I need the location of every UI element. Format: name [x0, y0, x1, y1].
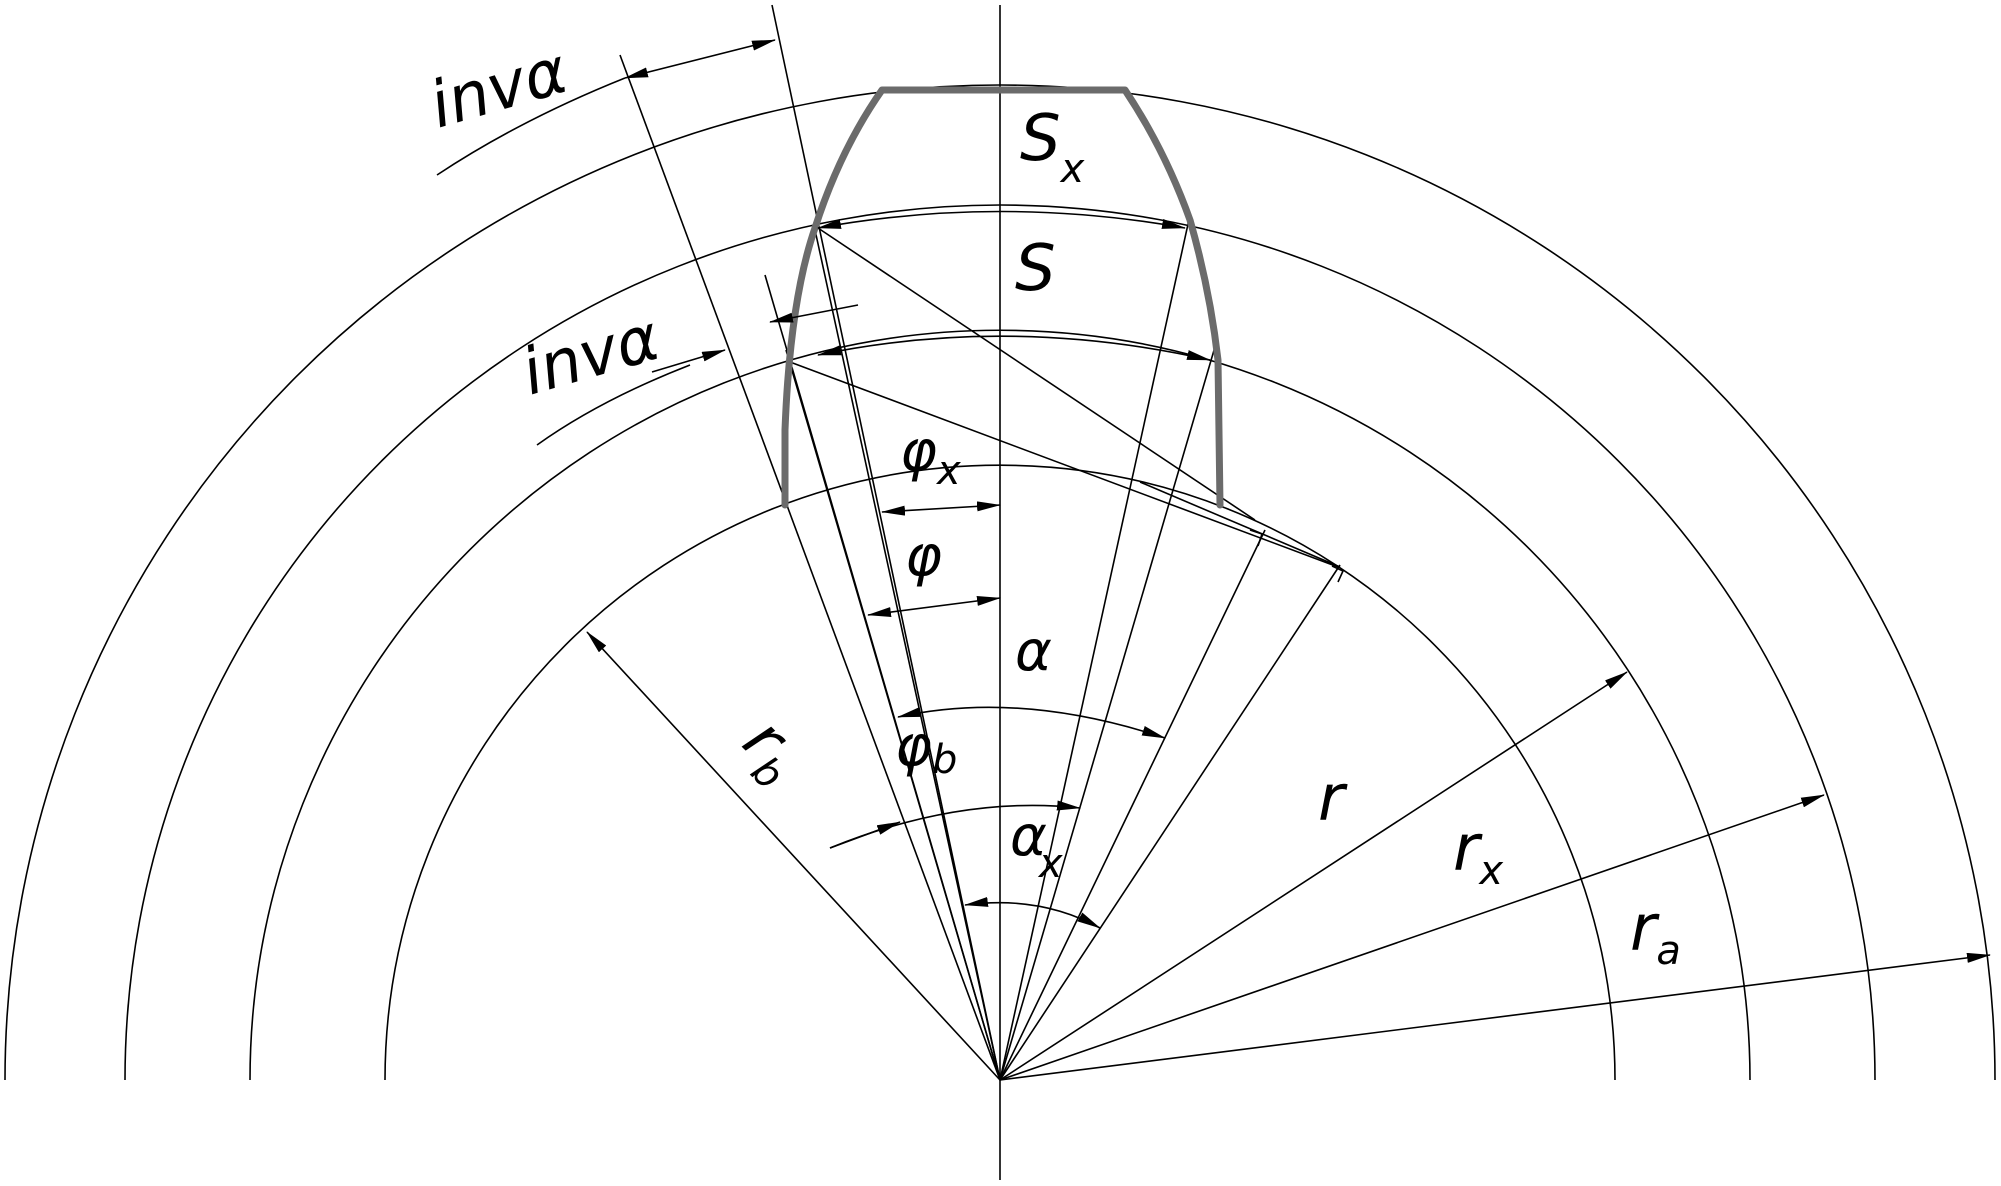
- addendum-circle-arc: [4, 84, 1996, 1081]
- right-angle-mark-1: [1249, 529, 1264, 547]
- inv-alpha-outer-extension: [436, 77, 626, 176]
- label-s: S: [1015, 232, 1056, 306]
- radial-line-5: [785, 349, 1001, 1081]
- label-phi-x-sub: x: [935, 448, 961, 494]
- x-circle-arc: [124, 204, 1876, 1081]
- base-circle-arc: [384, 464, 1616, 1081]
- inv-alpha-inner-leader-2: [769, 304, 859, 323]
- right-angle-mark-2: [1331, 565, 1345, 583]
- base-tangent-arc: [1139, 481, 1341, 568]
- tangent-line-inner: [789, 361, 1339, 568]
- label-phi-b-sub: b: [932, 737, 957, 783]
- label-rb: rb: [723, 704, 818, 799]
- label-alpha: α: [1015, 619, 1052, 684]
- reference-circle-arc: [249, 329, 1751, 1081]
- inv-alpha-inner-leader: [651, 349, 726, 373]
- r-radius-arrow: [999, 671, 1628, 1081]
- inv-alpha-outer-leader: [624, 39, 776, 79]
- label-phi: φ: [905, 524, 942, 589]
- label-inv-alpha-inner: invα: [514, 301, 667, 410]
- radial-line-9: [999, 564, 1341, 1081]
- label-r: r: [1318, 762, 1348, 836]
- label-alpha-x-main: α: [1010, 804, 1047, 869]
- inv-alpha-inner-extension: [536, 364, 691, 446]
- label-inv-alpha-outer: invα: [422, 34, 575, 143]
- rx-radius-arrow: [999, 794, 1825, 1081]
- alpha-x-dimension-arc: [964, 897, 1101, 929]
- label-rx-sub: x: [1477, 848, 1503, 894]
- sx-dimension-arc: [817, 210, 1186, 229]
- ra-radius-arrow: [999, 952, 1991, 1081]
- label-ra: ra: [1630, 892, 1681, 974]
- label-phi-b-main: φ: [895, 714, 932, 779]
- tangent-line-outer: [817, 227, 1256, 521]
- radial-line-1: [619, 54, 1001, 1081]
- label-sx-sub: x: [1059, 146, 1085, 192]
- radial-line-8: [999, 529, 1266, 1081]
- label-alpha-x-sub: x: [1037, 841, 1063, 887]
- phi-x-dimension: [881, 501, 1001, 516]
- alpha-dimension-arc: [897, 706, 1166, 739]
- rb-radius-arrow: [586, 631, 1001, 1081]
- label-alpha-x: αx: [1010, 804, 1063, 887]
- label-phi-x-main: φ: [900, 419, 937, 484]
- radial-line-2: [771, 4, 1001, 1081]
- gear-tooth-profile: [781, 86, 1224, 509]
- label-sx-main: S: [1020, 102, 1061, 176]
- label-phi-x: φx: [900, 419, 961, 494]
- label-sx: Sx: [1020, 102, 1085, 192]
- label-ra-main: r: [1630, 892, 1660, 966]
- label-ra-sub: a: [1656, 928, 1681, 974]
- radial-line-3: [814, 229, 1001, 1081]
- label-rx: rx: [1453, 812, 1503, 894]
- phi-dimension: [867, 595, 1001, 618]
- phi-b-leader: [829, 821, 901, 849]
- s-dimension-arc: [817, 335, 1211, 361]
- label-phi-b: φb: [895, 714, 957, 783]
- label-rx-main: r: [1453, 812, 1483, 886]
